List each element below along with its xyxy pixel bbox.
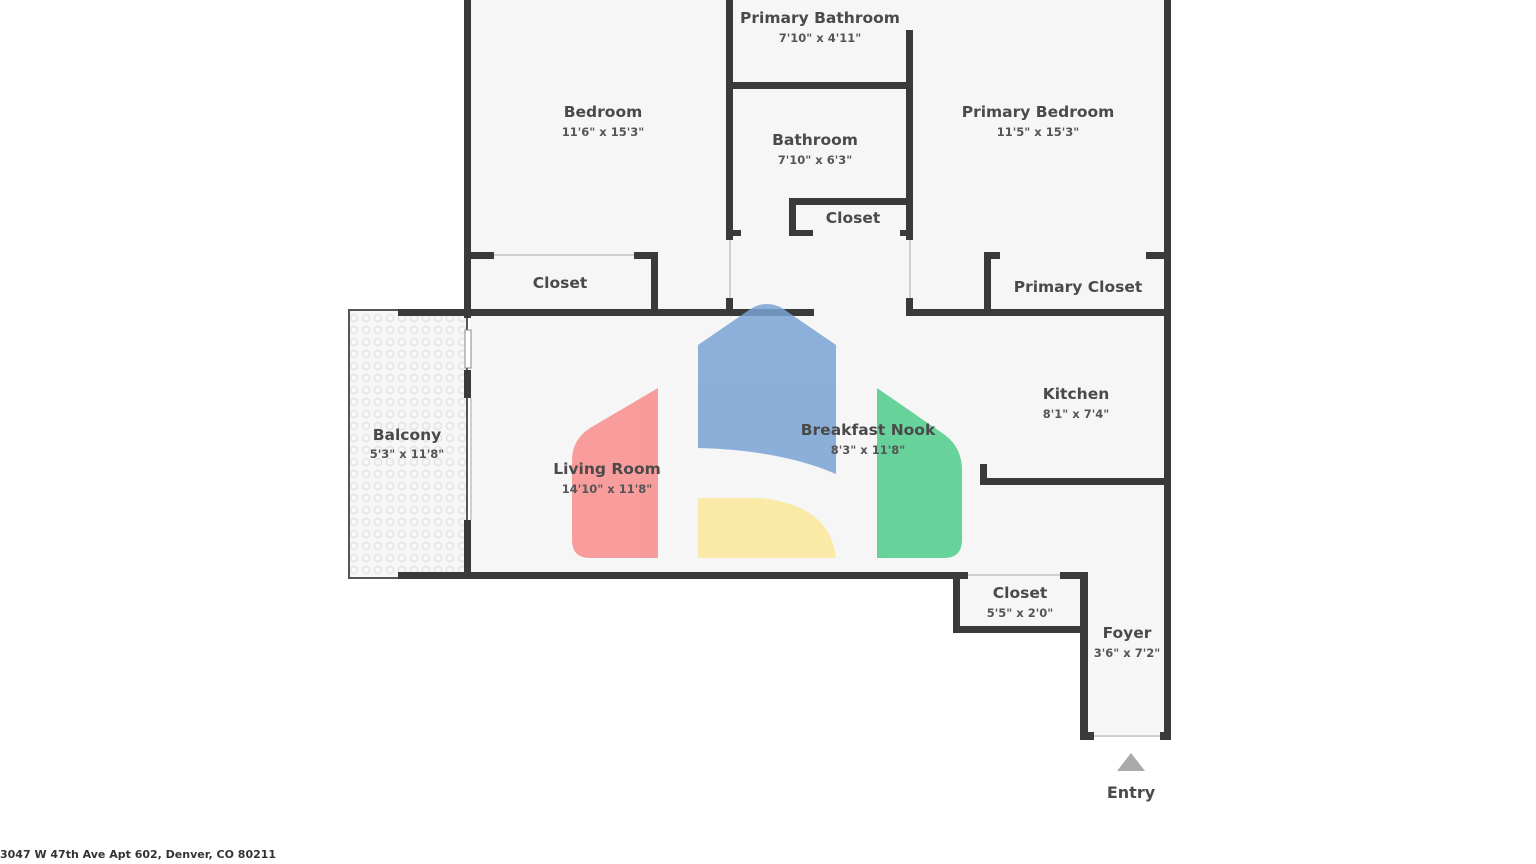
room-primary-closet: Primary Closet [1014, 278, 1143, 296]
entry-label: Entry [1107, 783, 1156, 802]
walls [398, 0, 1171, 740]
logo-blue-shape [698, 304, 836, 474]
room-dimensions: 7'10" x 4'11" [779, 31, 861, 45]
room-balcony: Balcony 5'3" x 11'8" [370, 426, 444, 461]
room-name: Foyer [1103, 624, 1152, 642]
room-name: Breakfast Nook [801, 421, 936, 439]
room-bathroom: Bathroom 7'10" x 6'3" [772, 131, 858, 167]
room-dimensions: 14'10" x 11'8" [562, 482, 652, 496]
room-foyer: Foyer 3'6" x 7'2" [1094, 624, 1160, 660]
room-hall-closet: Closet [826, 209, 881, 227]
room-foyer-closet: Closet 5'5" x 2'0" [987, 584, 1053, 620]
room-living-room: Living Room 14'10" x 11'8" [553, 460, 661, 496]
room-dimensions: 3'6" x 7'2" [1094, 646, 1160, 660]
room-name: Primary Bedroom [962, 103, 1115, 121]
room-kitchen: Kitchen 8'1" x 7'4" [1043, 385, 1110, 421]
room-name: Closet [533, 274, 588, 292]
entry-marker: Entry [1107, 753, 1156, 802]
room-primary-bedroom: Primary Bedroom 11'5" x 15'3" [962, 103, 1115, 139]
logo-red-shape [572, 388, 658, 558]
windows [464, 240, 1160, 737]
room-bedroom: Bedroom 11'6" x 15'3" [562, 103, 644, 139]
room-name: Primary Closet [1014, 278, 1143, 296]
room-name: Balcony [373, 426, 442, 444]
room-dimensions: 5'5" x 2'0" [987, 606, 1053, 620]
balcony-floor [348, 309, 468, 579]
room-dimensions: 11'5" x 15'3" [997, 125, 1079, 139]
room-name: Bedroom [564, 103, 643, 121]
logo-green-shape [877, 388, 962, 558]
room-dimensions: 8'3" x 11'8" [831, 443, 905, 457]
room-bedroom-closet: Closet [533, 274, 588, 292]
property-address: 3047 W 47th Ave Apt 602, Denver, CO 8021… [0, 848, 277, 861]
room-breakfast-nook: Breakfast Nook 8'3" x 11'8" [801, 421, 936, 457]
room-dimensions: 5'3" x 11'8" [370, 447, 444, 461]
room-primary-bathroom: Primary Bathroom 7'10" x 4'11" [740, 9, 900, 45]
room-dimensions: 7'10" x 6'3" [778, 153, 852, 167]
room-name: Closet [993, 584, 1048, 602]
logo-watermark [572, 304, 962, 558]
room-name: Closet [826, 209, 881, 227]
room-name: Living Room [553, 460, 661, 478]
logo-yellow-shape [698, 498, 836, 558]
entry-arrow-icon [1117, 753, 1145, 771]
room-name: Kitchen [1043, 385, 1110, 403]
room-dimensions: 11'6" x 15'3" [562, 125, 644, 139]
room-dimensions: 8'1" x 7'4" [1043, 407, 1109, 421]
room-name: Bathroom [772, 131, 858, 149]
room-name: Primary Bathroom [740, 9, 900, 27]
